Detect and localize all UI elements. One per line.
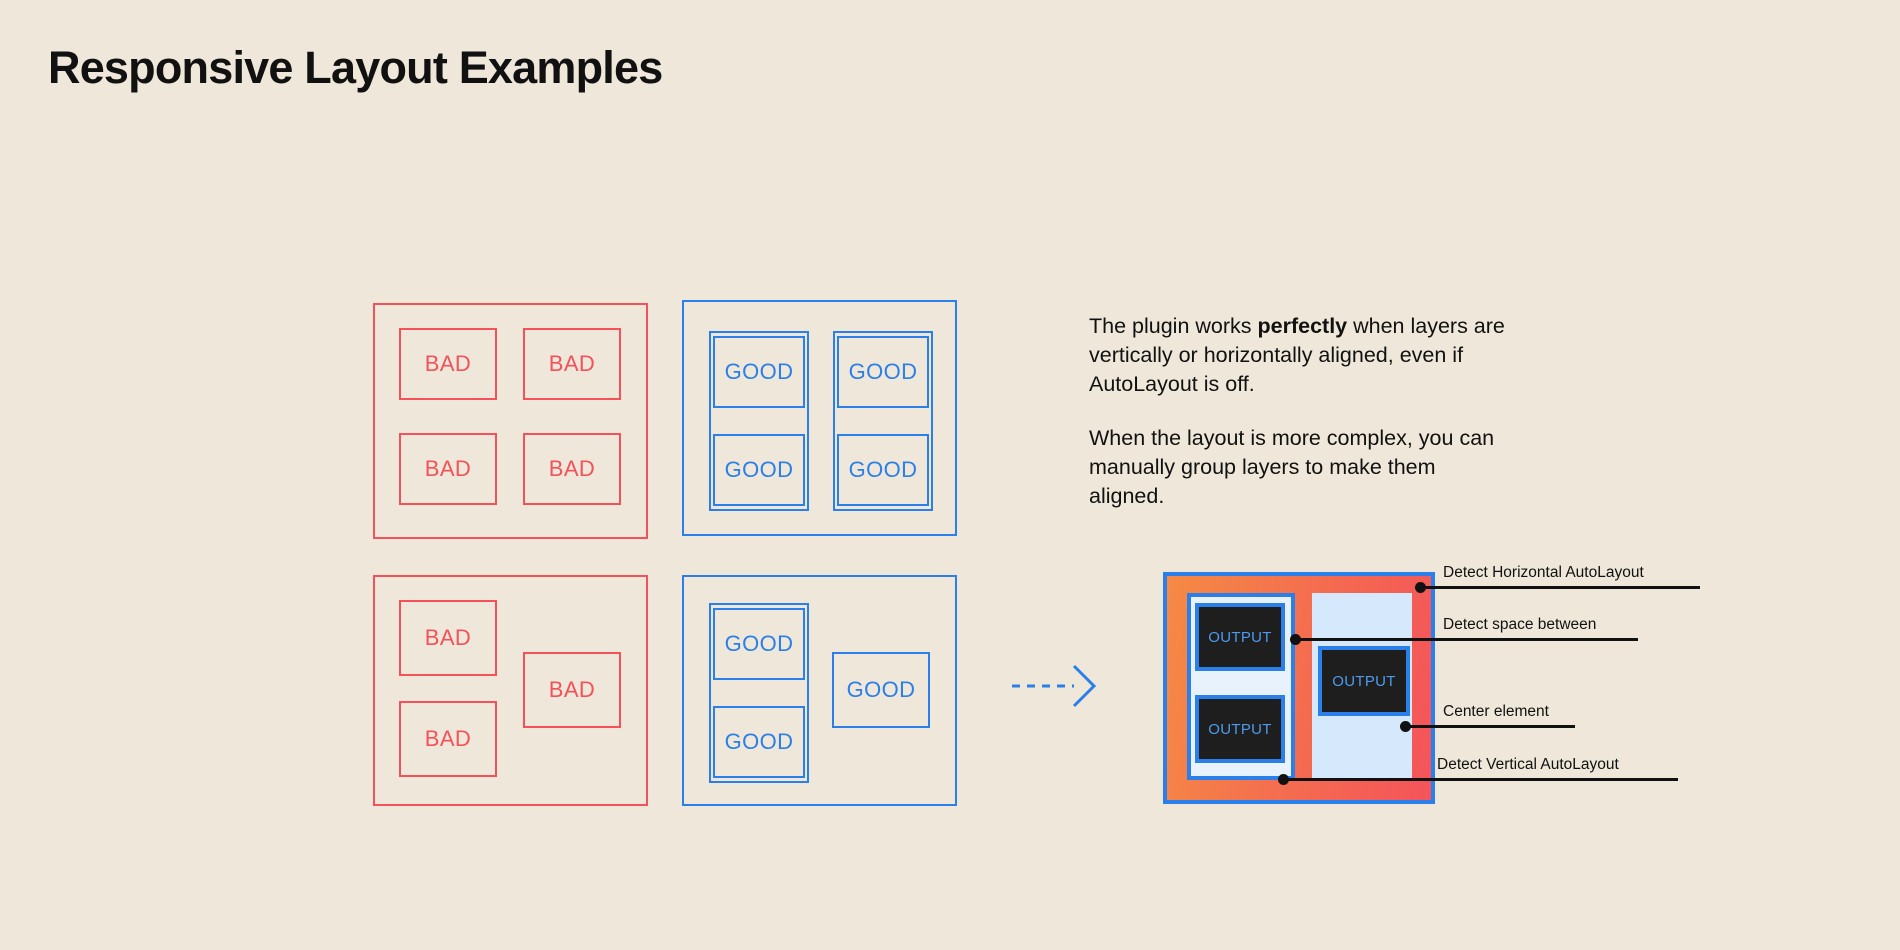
detail-right-panel: OUTPUT	[1312, 593, 1412, 780]
output-box-3-label: OUTPUT	[1332, 672, 1396, 690]
good-complex-cell-1: GOOD	[713, 608, 805, 680]
output-box-2-label: OUTPUT	[1208, 720, 1272, 738]
good-grid-cell-2-label: GOOD	[848, 359, 918, 384]
good-grid-cell-3: GOOD	[713, 434, 805, 506]
paragraph-1-part-2: when layers are vertically or horizontal…	[1089, 314, 1505, 396]
callout-4-leader	[1283, 778, 1678, 781]
good-complex-cell-3-label: GOOD	[724, 729, 794, 754]
good-grid-cell-1-label: GOOD	[724, 359, 794, 384]
page-title: Responsive Layout Examples	[48, 42, 663, 93]
good-grid-cell-1: GOOD	[713, 336, 805, 408]
paragraph-1: The plugin works perfectly when layers a…	[1089, 312, 1509, 399]
output-box-1-label: OUTPUT	[1208, 628, 1272, 646]
callout-2-leader	[1295, 638, 1638, 641]
bad-grid-cell-1-label: BAD	[424, 351, 472, 376]
callout-2-label: Detect space between	[1443, 616, 1597, 633]
paragraph-1-part-1: The plugin works	[1089, 314, 1258, 338]
good-grid-panel: GOOD GOOD GOOD GOOD	[682, 300, 957, 536]
bad-grid-cell-2: BAD	[523, 328, 621, 400]
callout-1-label: Detect Horizontal AutoLayout	[1443, 564, 1644, 581]
good-complex-cell-3: GOOD	[713, 706, 805, 778]
good-complex-group: GOOD GOOD	[709, 603, 809, 783]
good-complex-panel: GOOD GOOD GOOD	[682, 575, 957, 806]
dashed-arrow-right-icon	[1012, 664, 1098, 708]
good-grid-group-left: GOOD GOOD	[709, 331, 809, 511]
bad-complex-cell-3: BAD	[399, 701, 497, 777]
bad-grid-cell-4: BAD	[523, 433, 621, 505]
autolayout-detection-diagram: OUTPUT OUTPUT OUTPUT	[1163, 572, 1435, 804]
detail-left-group: OUTPUT OUTPUT	[1187, 593, 1295, 780]
bad-grid-cell-3: BAD	[399, 433, 497, 505]
paragraph-2: When the layout is more complex, you can…	[1089, 426, 1495, 508]
callout-4-label: Detect Vertical AutoLayout	[1437, 756, 1619, 773]
description-copy: The plugin works perfectly when layers a…	[1089, 312, 1509, 511]
good-complex-cell-2: GOOD	[832, 652, 930, 728]
good-grid-cell-4: GOOD	[837, 434, 929, 506]
callout-3-leader	[1405, 725, 1575, 728]
good-grid-cell-4-label: GOOD	[848, 457, 918, 482]
good-complex-cell-1-label: GOOD	[724, 631, 794, 656]
bad-complex-cell-2-label: BAD	[548, 677, 596, 702]
good-complex-cell-2-label: GOOD	[846, 677, 916, 702]
callout-3-label: Center element	[1443, 703, 1549, 720]
good-grid-cell-3-label: GOOD	[724, 457, 794, 482]
bad-complex-panel: BAD BAD BAD	[373, 575, 648, 806]
bad-complex-cell-2: BAD	[523, 652, 621, 728]
output-box-2: OUTPUT	[1195, 695, 1285, 763]
output-box-1: OUTPUT	[1195, 603, 1285, 671]
paragraph-1-emphasis: perfectly	[1257, 314, 1348, 338]
callout-1-leader	[1420, 586, 1700, 589]
bad-complex-cell-1: BAD	[399, 600, 497, 676]
bad-grid-cell-3-label: BAD	[424, 456, 472, 481]
good-grid-group-right: GOOD GOOD	[833, 331, 933, 511]
bad-complex-cell-1-label: BAD	[424, 625, 472, 650]
bad-grid-panel: BAD BAD BAD BAD	[373, 303, 648, 539]
output-box-3: OUTPUT	[1318, 646, 1410, 716]
good-grid-cell-2: GOOD	[837, 336, 929, 408]
bad-grid-cell-2-label: BAD	[548, 351, 596, 376]
bad-grid-cell-4-label: BAD	[548, 456, 596, 481]
bad-grid-cell-1: BAD	[399, 328, 497, 400]
bad-complex-cell-3-label: BAD	[424, 726, 472, 751]
